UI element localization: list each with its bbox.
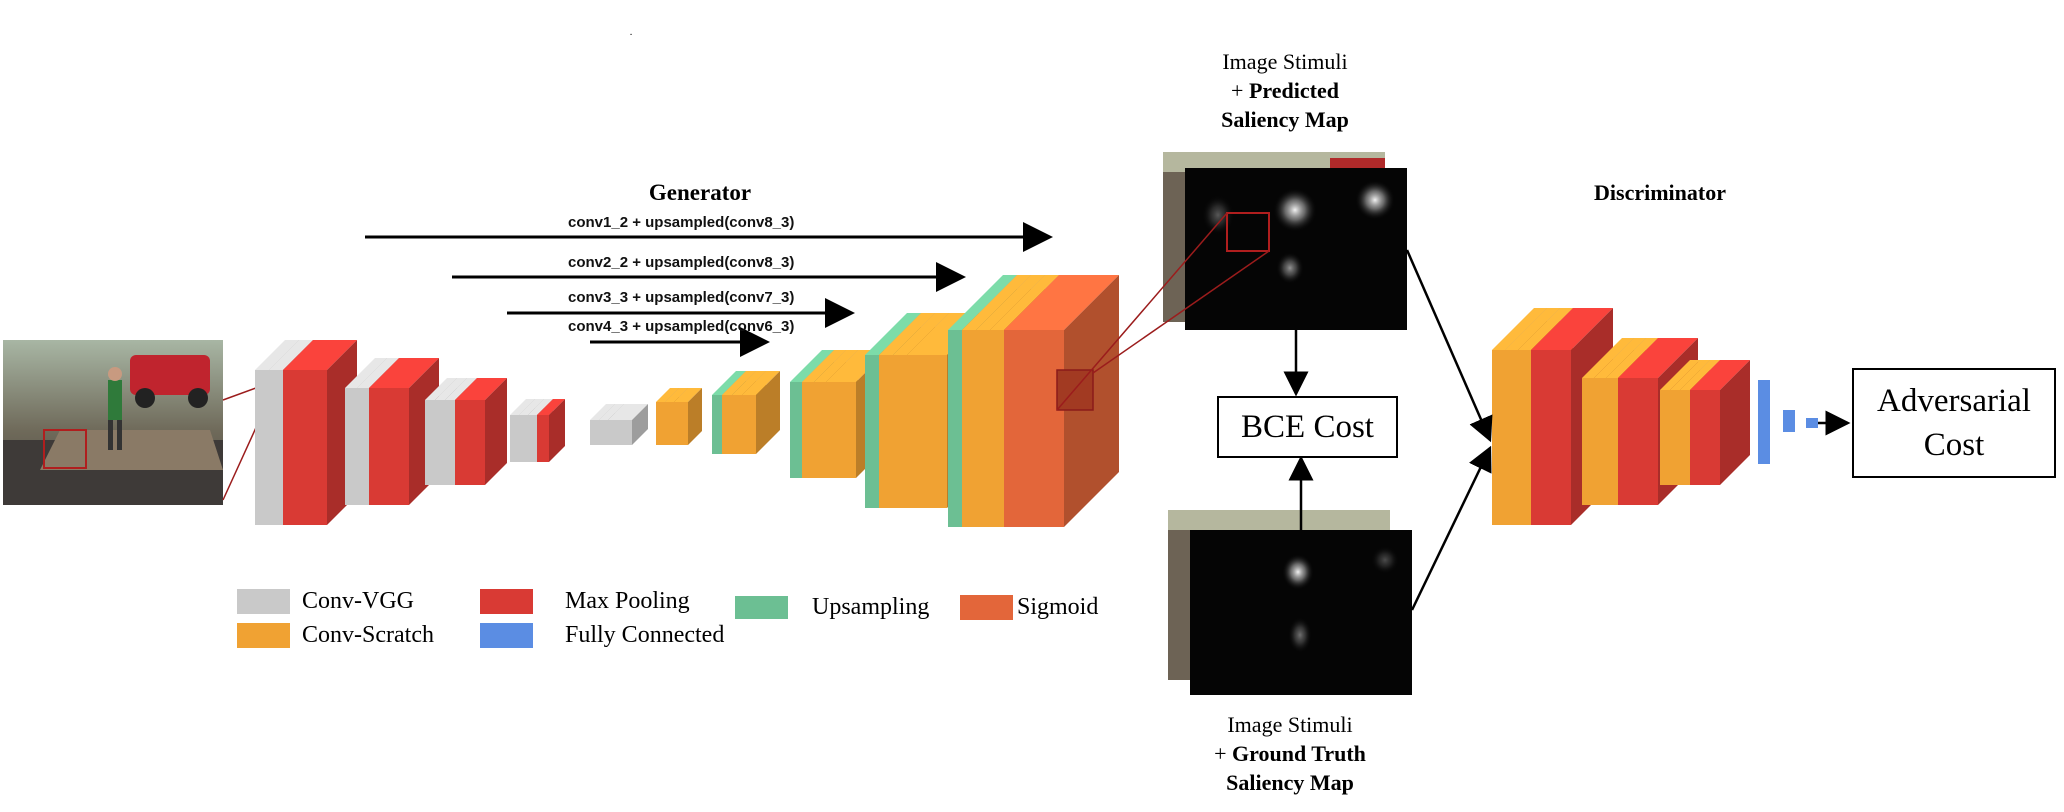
fc-layer-1 [1758,380,1770,464]
legend-swatch-fully-connected [480,623,533,648]
legend-conv-scratch: Conv-Scratch [237,622,434,649]
ground-truth-saliency-image [1168,510,1412,695]
adversarial-line1: Adversarial [1877,383,2031,419]
ground-truth-label-line3: Saliency Map [1165,768,1415,797]
ground-truth-label: Image Stimuli + Ground Truth Saliency Ma… [1165,710,1415,797]
legend-label-fully-connected: Fully Connected [565,622,725,648]
conv-scratch-layer [742,371,780,454]
projection-line [1056,212,1228,411]
input-photo [3,340,223,505]
adversarial-line2: Cost [1923,427,1985,463]
predicted-plus: + [1231,78,1249,103]
legend-label-sigmoid: Sigmoid [1017,594,1099,620]
skip-label-2: conv2_2 + upsampled(conv8_3) [568,254,795,271]
legend-swatch-upsampling [735,596,788,619]
predicted-label: Image Stimuli + Predicted Saliency Map [1160,47,1410,134]
projection-line [1092,250,1270,374]
arrow-gt-to-disc [1410,445,1492,611]
legend-conv-vgg: Conv-VGG [237,588,414,615]
skip-label-4: conv4_3 + upsampled(conv6_3) [568,318,795,335]
fc-layer-3 [1806,418,1818,428]
legend-upsampling: Upsampling [735,594,929,621]
predicted-bold2: Saliency Map [1221,107,1349,132]
predicted-label-line2: + Predicted [1160,76,1410,105]
legend-max-pooling: Max Pooling [480,588,690,615]
conv-scratch-layer [674,388,702,445]
legend-label-conv-vgg: Conv-VGG [302,588,414,614]
generator-layers [255,275,1119,527]
predicted-saliency-image [1163,152,1407,330]
bce-cost-box: BCE Cost [1217,396,1398,458]
legend-swatch-conv-scratch [237,623,290,648]
ground-truth-plus: + [1214,741,1233,766]
predicted-label-line3: Saliency Map [1160,105,1410,134]
predicted-bold1: Predicted [1248,78,1339,103]
max-pooling-layer [1690,360,1750,485]
discriminator-layers [1492,308,1750,525]
generator-title: Generator [648,180,752,205]
skip-label-1: conv1_2 + upsampled(conv8_3) [568,214,795,231]
discriminator-title: Discriminator [1594,180,1726,205]
max-pooling-layer [537,399,565,462]
legend-swatch-max-pooling [480,589,533,614]
legend-label-conv-scratch: Conv-Scratch [302,622,434,648]
predicted-label-line1: Image Stimuli [1222,49,1348,74]
ground-truth-bold1: Ground Truth [1232,741,1366,766]
skip-label-3: conv3_3 + upsampled(conv7_3) [568,289,795,306]
legend-sigmoid: Sigmoid [960,594,1098,621]
max-pooling-layer [455,378,507,485]
legend-swatch-sigmoid [960,595,1013,620]
conv-vgg-layer [608,404,648,445]
legend-label-max-pooling: Max Pooling [565,588,690,614]
legend-fully-connected: Fully Connected [480,622,724,649]
ground-truth-bold2: Saliency Map [1226,770,1354,795]
ground-truth-label-line1: Image Stimuli [1227,712,1353,737]
arrow-pred-to-disc [1405,249,1493,443]
adversarial-cost-box: Adversarial Cost [1852,368,2056,478]
stray-dot: · [629,30,633,41]
fc-layer-2 [1783,410,1795,432]
legend-swatch-conv-vgg [237,589,290,614]
legend-label-upsampling: Upsampling [812,594,930,620]
ground-truth-label-line2: + Ground Truth [1165,739,1415,768]
